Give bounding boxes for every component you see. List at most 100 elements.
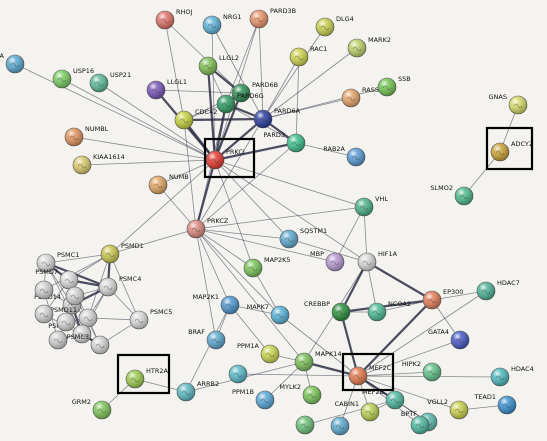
node-psmd7[interactable]: PSMD7 xyxy=(35,268,79,290)
node-myx-d[interactable] xyxy=(410,415,430,435)
node-label: MBP xyxy=(310,250,324,258)
node-structure-icon xyxy=(207,23,217,29)
node-psmc1[interactable]: PSMC1 xyxy=(36,251,79,273)
node-dlg4[interactable]: DLG4 xyxy=(315,15,354,37)
node-psmc3[interactable]: PSMC3 xyxy=(67,333,110,355)
node-structure-icon xyxy=(254,17,264,23)
node-pard6a[interactable]: PARD6A xyxy=(253,107,301,129)
node-htr2a[interactable]: HTR2A xyxy=(125,367,169,389)
edge-prkci-vhl xyxy=(214,159,365,208)
node-prkci[interactable]: PRKCI xyxy=(205,148,245,170)
node-label: PSMD7 xyxy=(35,268,58,276)
node-cdc42[interactable]: CDC42 xyxy=(174,108,217,130)
node-psm-c[interactable] xyxy=(48,330,68,350)
node-ep300[interactable]: EP300 xyxy=(422,288,463,310)
node-map2k1[interactable]: MAP2K1 xyxy=(192,293,240,315)
node-hif1a[interactable]: HIF1A xyxy=(357,250,398,272)
edge-pard3b-pard6g xyxy=(225,18,260,105)
node-ssb[interactable]: SSB xyxy=(377,75,411,97)
node-myx-a[interactable] xyxy=(228,364,248,384)
node-mef2c[interactable]: MEF2C xyxy=(348,364,392,386)
node-label: USP21 xyxy=(110,71,131,79)
node-rac1[interactable]: RAC1 xyxy=(289,45,327,67)
node-psm-b[interactable] xyxy=(34,304,54,324)
node-vhl[interactable]: VHL xyxy=(354,195,388,217)
node-llgl1[interactable]: LLGL1 xyxy=(146,78,187,100)
node-gloss xyxy=(386,391,404,409)
node-numb[interactable]: NUMB xyxy=(148,173,189,195)
node-prkcz[interactable]: PRKCZ xyxy=(186,217,229,239)
node-arrb2[interactable]: ARRB2 xyxy=(176,380,219,402)
node-gloss xyxy=(271,306,289,324)
node-rhoj[interactable]: RHOJ xyxy=(155,8,193,30)
node-ppm1a[interactable]: PPM1A xyxy=(237,342,280,364)
node-gata4[interactable]: GATA4 xyxy=(428,328,470,350)
node-gloss xyxy=(455,187,473,205)
node-psmd11[interactable]: PSMD11 xyxy=(50,306,98,328)
node-llgl2[interactable]: LLGL2 xyxy=(198,54,239,76)
highlight-box-htr2a xyxy=(116,353,171,395)
node-psm-a[interactable] xyxy=(34,280,54,300)
node-ppm1b[interactable]: PPM1B xyxy=(232,388,275,410)
node-vgll2[interactable]: VGLL2 xyxy=(427,398,469,420)
node-label: BRAF xyxy=(188,328,205,336)
node-mylk2[interactable]: MYLK2 xyxy=(279,383,322,405)
node-label: PARD6B xyxy=(252,81,278,89)
node-gloss xyxy=(326,253,344,271)
node-label: GRM2 xyxy=(72,398,91,406)
node-myx-c[interactable] xyxy=(330,416,350,436)
node-numbl[interactable]: NUMBL xyxy=(64,125,109,147)
node-adcy2[interactable]: ADCY2 xyxy=(490,140,533,162)
node-gloss xyxy=(378,78,396,96)
node-label: CDC42 xyxy=(195,108,217,116)
node-tead1[interactable]: TEAD1 xyxy=(473,393,517,415)
node-label: CREBBP xyxy=(304,300,330,308)
edge-ssb-pard6a xyxy=(262,86,388,120)
node-grm2[interactable]: GRM2 xyxy=(72,398,112,420)
node-psm-e[interactable] xyxy=(56,312,76,332)
node-pard6b[interactable]: PARD6B xyxy=(231,81,278,103)
node-gloss xyxy=(35,281,53,299)
node-pard6g[interactable]: PARD6G xyxy=(216,92,264,114)
node-map2k5[interactable]: MAP2K5 xyxy=(243,256,291,278)
edge-prkcz-braf xyxy=(195,228,217,341)
node-sqstm1[interactable]: SQSTM1 xyxy=(279,227,327,249)
node-rab4a[interactable]: RAB4A xyxy=(0,52,25,74)
node-mbp[interactable]: MBP xyxy=(310,250,345,272)
node-pard3b[interactable]: PARD3B xyxy=(249,7,296,29)
node-gloss xyxy=(156,11,174,29)
node-mark2[interactable]: MARK2 xyxy=(347,36,391,58)
node-rab2a[interactable]: RAB2A xyxy=(323,145,366,167)
node-gloss xyxy=(203,16,221,34)
node-slmo2[interactable]: SLMO2 xyxy=(430,184,474,206)
node-cabin1[interactable]: CABIN1 xyxy=(335,400,380,422)
node-mapk14[interactable]: MAPK14 xyxy=(294,350,342,372)
edge-psmd1-psmc1 xyxy=(45,253,111,264)
node-hdac7[interactable]: HDAC7 xyxy=(476,279,520,301)
node-ncoa2[interactable]: NCOA2 xyxy=(367,300,411,322)
node-label: PSMD1 xyxy=(121,242,144,250)
node-gnas[interactable]: GNAS xyxy=(489,93,528,115)
node-crebbp[interactable]: CREBBP xyxy=(304,300,351,322)
node-myx-b[interactable] xyxy=(295,415,315,435)
edge-prkcz-sqstm1 xyxy=(195,228,290,240)
node-label: PSMC1 xyxy=(57,251,79,259)
node-psmc5[interactable]: PSMC5 xyxy=(129,308,172,330)
node-hdac4[interactable]: HDAC4 xyxy=(490,365,534,387)
node-psmd1[interactable]: PSMD1 xyxy=(100,242,144,264)
node-psm-d[interactable] xyxy=(65,286,85,306)
node-mef2b[interactable]: MEF2B xyxy=(362,388,405,410)
edge-mef2c-hipk2 xyxy=(357,371,433,377)
node-usp16[interactable]: USP16 xyxy=(52,67,94,89)
node-label: MAPK14 xyxy=(315,350,342,358)
node-rassf8[interactable]: RASSF8 xyxy=(341,86,387,108)
node-pard3[interactable]: PARD3 xyxy=(263,131,306,153)
node-usp21[interactable]: USP21 xyxy=(89,71,131,93)
node-braf[interactable]: BRAF xyxy=(188,328,226,350)
node-kiaa1614[interactable]: KIAA1614 xyxy=(72,153,125,175)
node-psmc4[interactable]: PSMC4 xyxy=(98,275,141,297)
node-hipk2[interactable]: HIPK2 xyxy=(402,360,442,382)
node-nrg1[interactable]: NRG1 xyxy=(202,13,242,35)
node-mapk7[interactable]: MAPK7 xyxy=(247,303,290,325)
edge-pard3-prkci xyxy=(213,141,298,162)
